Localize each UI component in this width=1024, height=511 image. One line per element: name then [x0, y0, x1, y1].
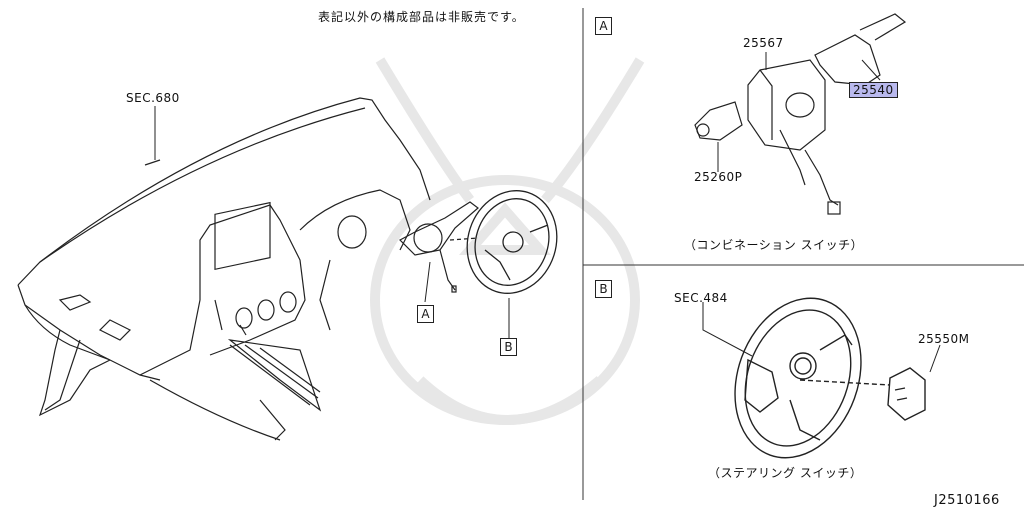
- steering-wheel-small: [449, 190, 558, 294]
- watermark-emblem: [370, 57, 645, 425]
- panel-a-box: A: [595, 17, 612, 35]
- callout-sec484[interactable]: SEC.484: [674, 291, 728, 305]
- part-25567[interactable]: 25567: [743, 36, 784, 50]
- leader-lines-panel-a: [717, 52, 881, 172]
- panel-a-caption: （コンビネーション スイッチ）: [684, 238, 864, 252]
- callout-box-a[interactable]: A: [417, 305, 434, 323]
- diagram-id: J2510166: [934, 493, 1000, 508]
- callout-box-b[interactable]: B: [500, 338, 517, 356]
- header-note: 表記以外の構成部品は非販売です。: [318, 10, 525, 24]
- part-25550m[interactable]: 25550M: [918, 332, 970, 346]
- panel-b-caption: （ステアリング スイッチ）: [708, 466, 863, 480]
- panel-b-box: B: [595, 280, 612, 298]
- leader-lines-panel-b: [702, 302, 941, 373]
- part-25260p[interactable]: 25260P: [694, 170, 743, 184]
- dashboard-drawing: [17, 97, 431, 441]
- leader-lines-left: [154, 106, 510, 338]
- part-25540-highlighted[interactable]: 25540: [849, 82, 898, 98]
- panel-dividers: [582, 8, 1024, 500]
- steering-wheel-large: [734, 297, 926, 459]
- callout-sec680[interactable]: SEC.680: [126, 91, 180, 105]
- combination-switch-small: [399, 201, 479, 293]
- combination-switch-exploded: [694, 13, 907, 215]
